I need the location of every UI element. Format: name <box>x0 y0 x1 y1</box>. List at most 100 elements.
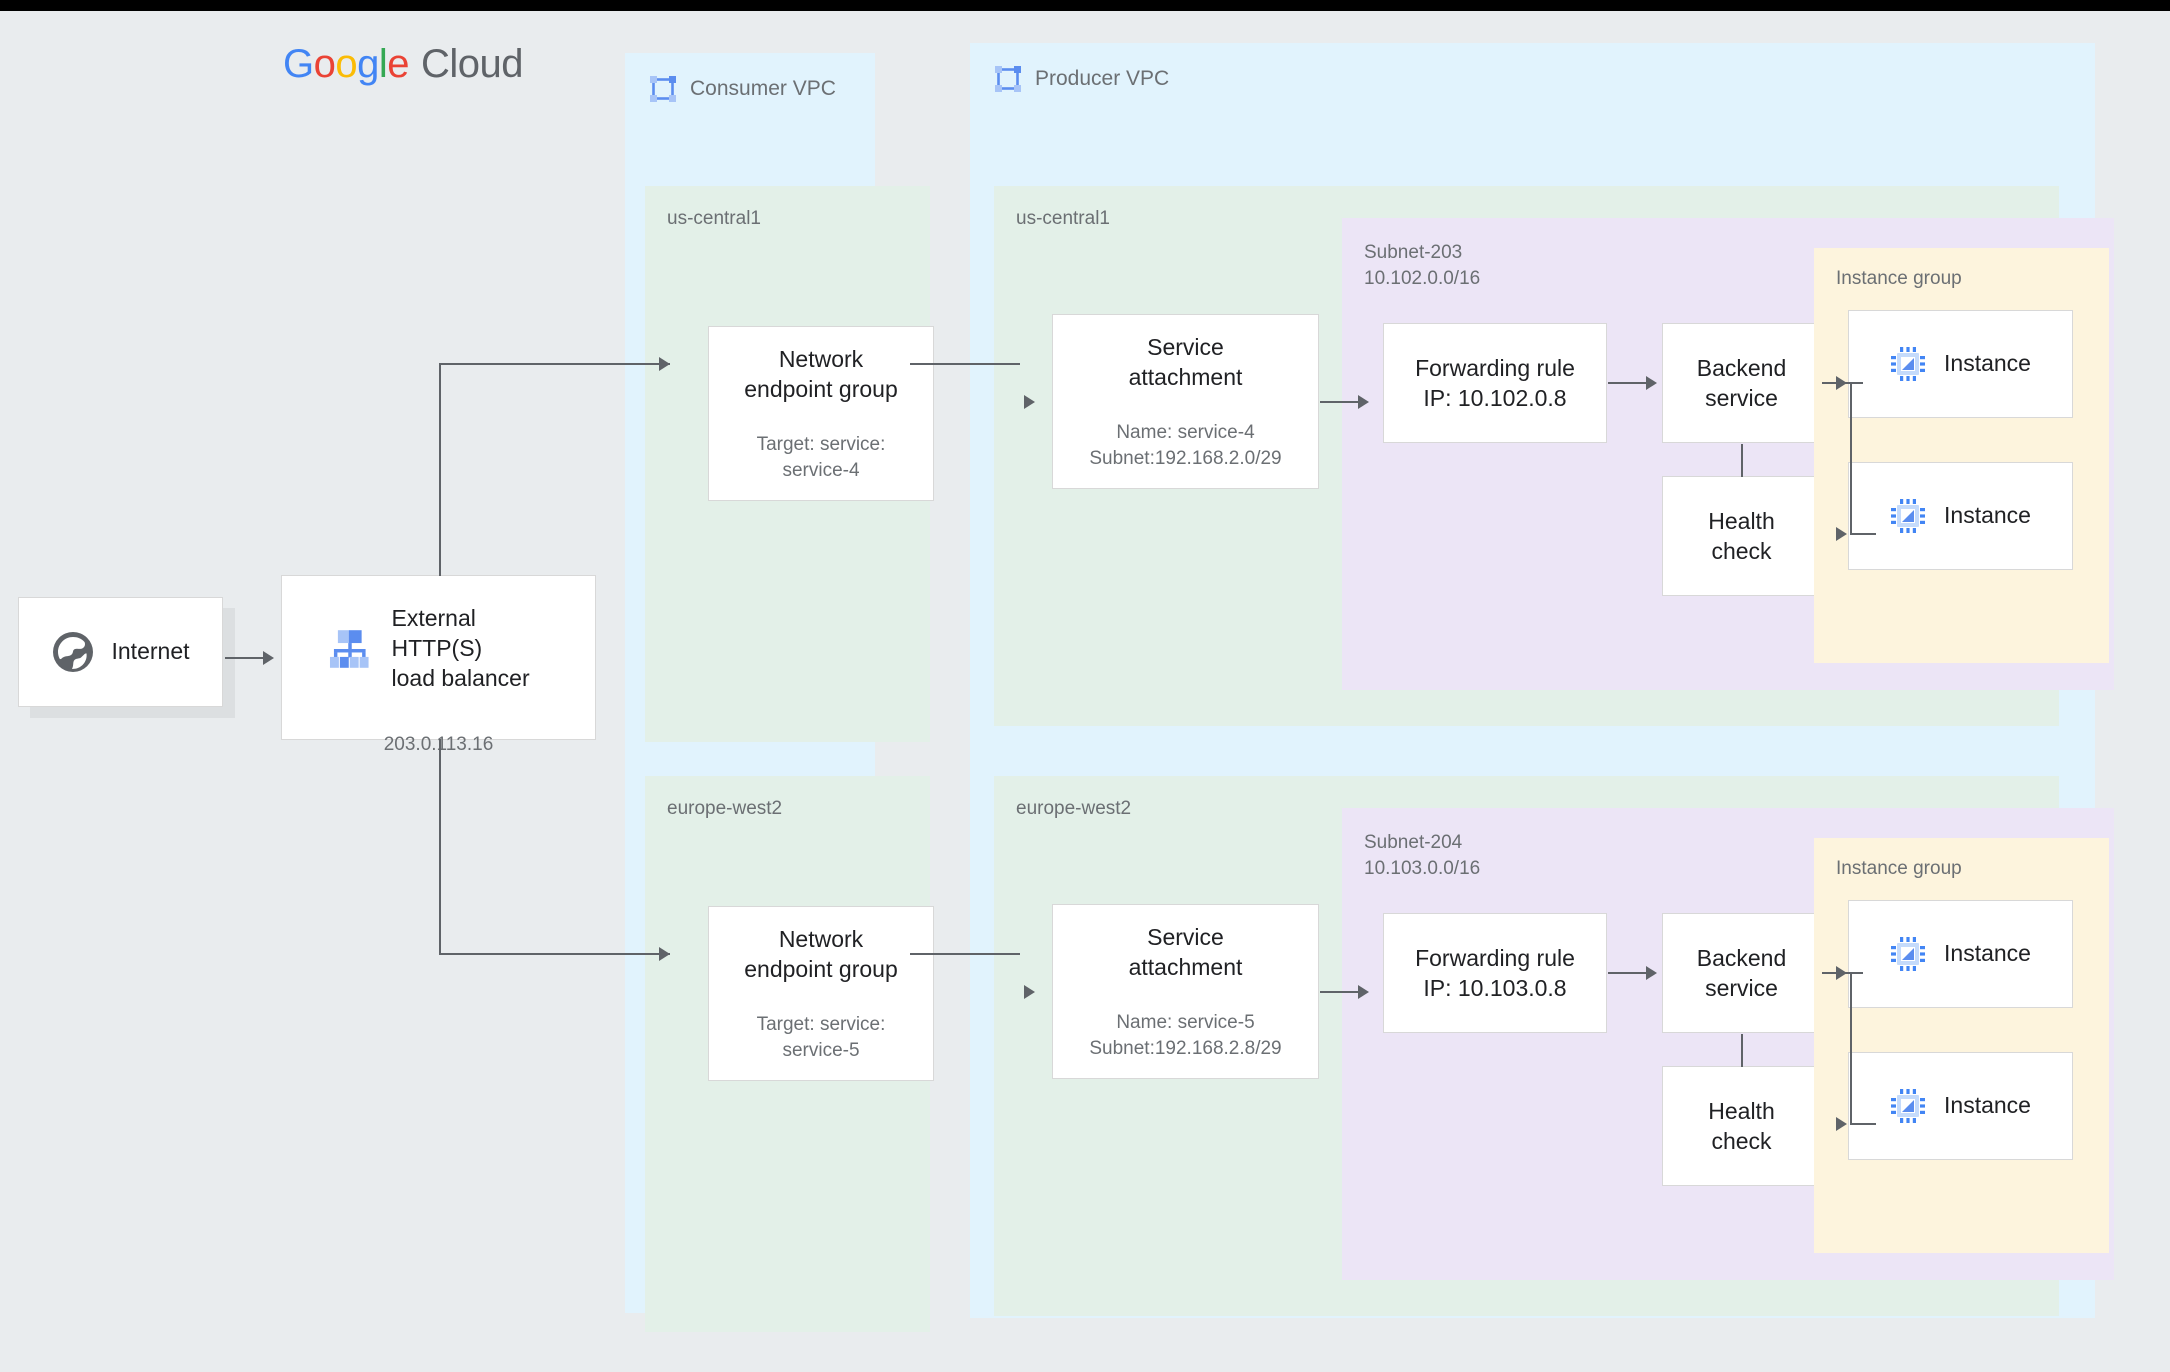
arrowhead-lb-to-neg-top <box>659 357 670 371</box>
instance-chip-icon <box>1891 347 1926 381</box>
instance-1-europe-west2[interactable]: Instance <box>1848 1052 2073 1160</box>
connector-lb-up <box>439 363 441 576</box>
arrowhead-fr-to-bs-0 <box>1646 376 1657 390</box>
producer-region-label-0: us-central1 <box>1016 208 1110 229</box>
neg-sub-0: Target: service: service-4 <box>756 434 886 481</box>
network-endpoint-group-us-central1[interactable]: Network endpoint group Target: service: … <box>708 326 934 501</box>
producer-vpc-container: Producer VPC us-central1 Service attachm… <box>970 43 2114 1318</box>
consumer-region-label-1: europe-west2 <box>667 798 783 819</box>
subnet-203-container: Subnet-203 10.102.0.0/16 Forwarding rule… <box>1342 218 2114 690</box>
producer-vpc-title: Producer VPC <box>1035 67 1170 90</box>
instance-group-europe-west2: Instance group <box>1814 838 2109 1253</box>
arrowhead-fr-to-bs-1 <box>1646 966 1657 980</box>
forwarding-rule-europe-west2[interactable]: Forwarding rule IP: 10.103.0.8 <box>1383 913 1607 1033</box>
connector-fr-to-bs-1 <box>1608 972 1646 974</box>
arrowhead-bs-to-inst0-1 <box>1836 966 1847 980</box>
health-check-us-central1[interactable]: Health check <box>1662 476 1821 596</box>
service-attachment-sub-0: Name: service-4 Subnet:192.168.2.0/29 <box>1089 422 1282 469</box>
connector-neg-to-sa-top <box>910 363 1020 365</box>
arrowhead-bs-to-inst1-1 <box>1836 1117 1847 1131</box>
producer-vpc-header: Producer VPC <box>994 65 1169 93</box>
instance-chip-icon <box>1891 1089 1926 1123</box>
subnet-203-label: Subnet-203 10.102.0.0/16 <box>1364 242 1481 289</box>
arrowhead-neg-to-sa-1 <box>1024 985 1035 999</box>
neg-title-0: Network endpoint group <box>744 345 898 402</box>
arrowhead-sa-to-fr-0 <box>1358 395 1369 409</box>
connector-bs-to-hc-1 <box>1741 1034 1743 1067</box>
instance-group-us-central1: Instance group <box>1814 248 2109 663</box>
logo-letter-e: e <box>387 42 410 86</box>
logo-letter-o1: o <box>313 42 336 86</box>
arrowhead-neg-to-sa-0 <box>1024 395 1035 409</box>
connector-internet-to-lb <box>225 657 267 659</box>
service-attachment-title-0: Service attachment <box>1128 333 1243 390</box>
instance-0-us-central1[interactable]: Instance <box>1848 310 2073 418</box>
forwarding-rule-us-central1[interactable]: Forwarding rule IP: 10.102.0.8 <box>1383 323 1607 443</box>
instance-0-europe-west2[interactable]: Instance <box>1848 900 2073 1008</box>
network-endpoint-group-europe-west2[interactable]: Network endpoint group Target: service: … <box>708 906 934 1081</box>
producer-region-europe-west2: europe-west2 Service attachment Name: se… <box>994 776 2114 1316</box>
health-check-europe-west2[interactable]: Health check <box>1662 1066 1821 1186</box>
forwarding-rule-title-1: Forwarding rule IP: 10.103.0.8 <box>1415 944 1575 1001</box>
connector-sa-to-fr-1 <box>1320 991 1367 993</box>
producer-region-label-1: europe-west2 <box>1016 798 1132 819</box>
connector-fr-to-bs-0 <box>1608 382 1646 384</box>
instance-1-us-central1[interactable]: Instance <box>1848 462 2073 570</box>
backend-service-us-central1[interactable]: Backend service <box>1662 323 1821 443</box>
backend-service-title-0: Backend service <box>1696 354 1787 411</box>
vpc-icon <box>995 66 1021 92</box>
logo-letter-o2: o <box>335 42 358 86</box>
health-check-title-0: Health check <box>1708 507 1775 564</box>
vpc-icon <box>650 76 676 102</box>
arrowhead-bs-to-inst0-0 <box>1836 376 1847 390</box>
service-attachment-europe-west2[interactable]: Service attachment Name: service-5 Subne… <box>1052 904 1319 1079</box>
connector-sa-to-fr-0 <box>1320 401 1367 403</box>
service-attachment-us-central1[interactable]: Service attachment Name: service-4 Subne… <box>1052 314 1319 489</box>
connector-bs-to-inst1-0 <box>1850 533 1876 535</box>
instance-chip-icon <box>1891 937 1926 971</box>
logo-letter-l: l <box>378 42 388 86</box>
consumer-region-label-0: us-central1 <box>667 208 761 229</box>
forwarding-rule-title-0: Forwarding rule IP: 10.102.0.8 <box>1415 354 1575 411</box>
external-load-balancer-card[interactable]: External HTTP(S) load balancer 203.0.113… <box>281 575 596 755</box>
connector-lb-to-neg-top <box>439 363 670 365</box>
arrowhead-sa-to-fr-1 <box>1358 985 1369 999</box>
producer-region-us-central1: us-central1 Service attachment Name: ser… <box>994 186 2114 726</box>
subnet-204-label: Subnet-204 10.103.0.0/16 <box>1364 832 1481 879</box>
connector-bs-down-0 <box>1850 383 1852 534</box>
connector-lb-down <box>439 739 441 955</box>
arrowhead-internet-to-lb <box>263 651 274 665</box>
subnet-204-container: Subnet-204 10.103.0.0/16 Forwarding rule… <box>1342 808 2114 1280</box>
logo-word-cloud: Cloud <box>421 42 524 86</box>
service-attachment-title-1: Service attachment <box>1128 923 1243 980</box>
instance-group-label-1: Instance group <box>1836 858 1962 879</box>
instance-chip-icon <box>1891 499 1926 533</box>
load-balancer-ip: 203.0.113.16 <box>384 732 494 758</box>
top-black-bar <box>0 0 2170 11</box>
instance-label-1-0: Instance <box>1944 940 2031 967</box>
consumer-vpc-title: Consumer VPC <box>690 77 836 100</box>
consumer-vpc-header: Consumer VPC <box>649 75 836 103</box>
consumer-region-us-central1: us-central1 Network endpoint group Targe… <box>645 186 934 742</box>
neg-sub-1: Target: service: service-5 <box>756 1014 886 1061</box>
load-balancer-icon <box>329 630 369 668</box>
arrowhead-bs-to-inst1-0 <box>1836 527 1847 541</box>
instance-group-label-0: Instance group <box>1836 268 1962 289</box>
health-check-title-1: Health check <box>1708 1097 1775 1154</box>
backend-service-europe-west2[interactable]: Backend service <box>1662 913 1821 1033</box>
internet-card[interactable]: Internet <box>18 597 223 707</box>
logo-letter-g2: g <box>357 42 379 86</box>
neg-title-1: Network endpoint group <box>744 925 898 982</box>
arrowhead-lb-to-neg-bottom <box>659 947 670 961</box>
load-balancer-title: External HTTP(S) load balancer <box>391 605 530 691</box>
instance-label-0-1: Instance <box>1944 502 2031 529</box>
internet-label: Internet <box>111 638 190 665</box>
logo-letter-g1: G <box>283 42 314 86</box>
instance-label-0-0: Instance <box>1944 350 2031 377</box>
connector-neg-to-sa-bottom <box>910 953 1020 955</box>
connector-bs-down-1 <box>1850 973 1852 1124</box>
connector-bs-to-inst1-1 <box>1850 1123 1876 1125</box>
connector-lb-to-neg-bottom <box>439 953 670 955</box>
service-attachment-sub-1: Name: service-5 Subnet:192.168.2.8/29 <box>1089 1012 1282 1059</box>
